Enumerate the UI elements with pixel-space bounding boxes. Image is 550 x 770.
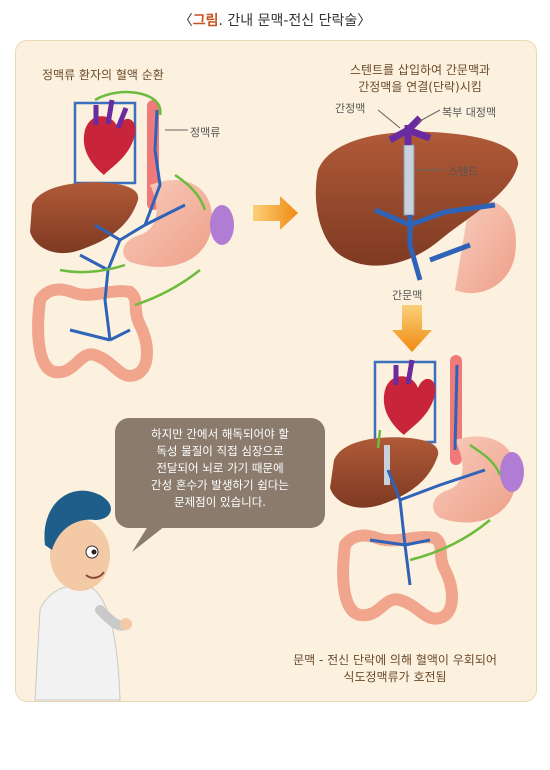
heart-vessels bbox=[93, 99, 129, 129]
panel2-caption-line1: 스텐트를 삽입하여 간문맥과 bbox=[349, 63, 491, 77]
bubble-line3: 전달되어 뇌로 가기 때문에 bbox=[156, 461, 284, 475]
figure-title: 〈그림. 간내 문맥-전신 단락술〉 bbox=[0, 10, 550, 30]
portal-vein-label: 간문맥 bbox=[392, 289, 423, 302]
hepatic-vein-pointer bbox=[377, 109, 401, 129]
hepatic-vein-label: 간정맥 bbox=[335, 102, 366, 115]
portal-veins bbox=[69, 109, 186, 342]
intestine bbox=[32, 283, 153, 382]
title-text: . 간내 문맥-전신 단락술 bbox=[218, 13, 358, 29]
panel3-illustration bbox=[330, 355, 524, 625]
panel3-caption-line1: 문맥 - 전신 단락에 의해 혈액이 우회되어 bbox=[293, 653, 497, 667]
heart-vessels-3 bbox=[393, 359, 415, 385]
stomach bbox=[123, 179, 213, 267]
down-arrow bbox=[392, 305, 432, 352]
panel2-illustration bbox=[315, 109, 519, 294]
bubble-line1: 하지만 간에서 해독되어야 할 bbox=[151, 427, 289, 441]
title-bracket-open: 〈 bbox=[178, 13, 193, 29]
doctor-character bbox=[34, 490, 132, 701]
panel1-caption: 정맥류 환자의 혈액 순환 bbox=[42, 68, 164, 82]
bubble-line4: 간성 혼수가 발생하기 쉽다는 bbox=[151, 478, 289, 492]
portal-vein-zoom bbox=[374, 202, 496, 281]
panel1-illustration bbox=[30, 90, 234, 382]
ivc-label: 복부 대정맥 bbox=[442, 106, 497, 119]
doctor-coat bbox=[34, 584, 121, 701]
panel3-caption: 문맥 - 전신 단락에 의해 혈액이 우회되어 식도정맥류가 호전됨 bbox=[260, 652, 530, 686]
stomach-3 bbox=[433, 436, 517, 523]
stent-label: 스텐드 bbox=[448, 165, 479, 178]
title-accent: 그림 bbox=[192, 13, 219, 29]
speech-bubble: 하지만 간에서 해독되어야 할 독성 물질이 직접 심장으로 전달되어 뇌로 가… bbox=[115, 418, 325, 528]
doctor-pupil bbox=[91, 549, 97, 555]
bubble-line2: 독성 물질이 직접 심장으로 bbox=[156, 444, 284, 458]
doctor-mouth bbox=[85, 571, 105, 579]
spleen-3 bbox=[500, 452, 524, 492]
right-arrow bbox=[253, 196, 298, 230]
ivc-pointer bbox=[417, 109, 441, 123]
speech-bubble-tail bbox=[132, 526, 165, 552]
doctor-hand bbox=[120, 618, 132, 630]
heart bbox=[83, 116, 136, 175]
varix-label: 정맥류 bbox=[190, 126, 221, 139]
title-bracket-close: 〉 bbox=[357, 13, 372, 29]
flow-arrows bbox=[59, 90, 207, 307]
bubble-line5: 문제점이 있습니다. bbox=[174, 495, 266, 509]
heart-3 bbox=[383, 376, 436, 435]
hepatic-vein bbox=[388, 115, 432, 145]
portal-veins-3 bbox=[369, 364, 486, 586]
stent-3 bbox=[384, 445, 390, 485]
intestine-3 bbox=[337, 529, 458, 625]
stent bbox=[403, 144, 415, 216]
stomach-zoom bbox=[455, 199, 516, 294]
doctor-head bbox=[50, 519, 110, 591]
liver bbox=[30, 182, 139, 254]
panel2-caption: 스텐트를 삽입하여 간문맥과 간정맥을 연결(단락)시킴 bbox=[320, 62, 520, 96]
panel3-caption-line2: 식도정맥류가 호전됨 bbox=[343, 670, 447, 684]
flow-arrows-3 bbox=[376, 429, 502, 562]
spleen bbox=[210, 205, 234, 245]
panel2-caption-line2: 간정맥을 연결(단락)시킴 bbox=[358, 80, 482, 94]
liver-zoom bbox=[315, 131, 519, 266]
doctor-hair bbox=[44, 490, 111, 550]
